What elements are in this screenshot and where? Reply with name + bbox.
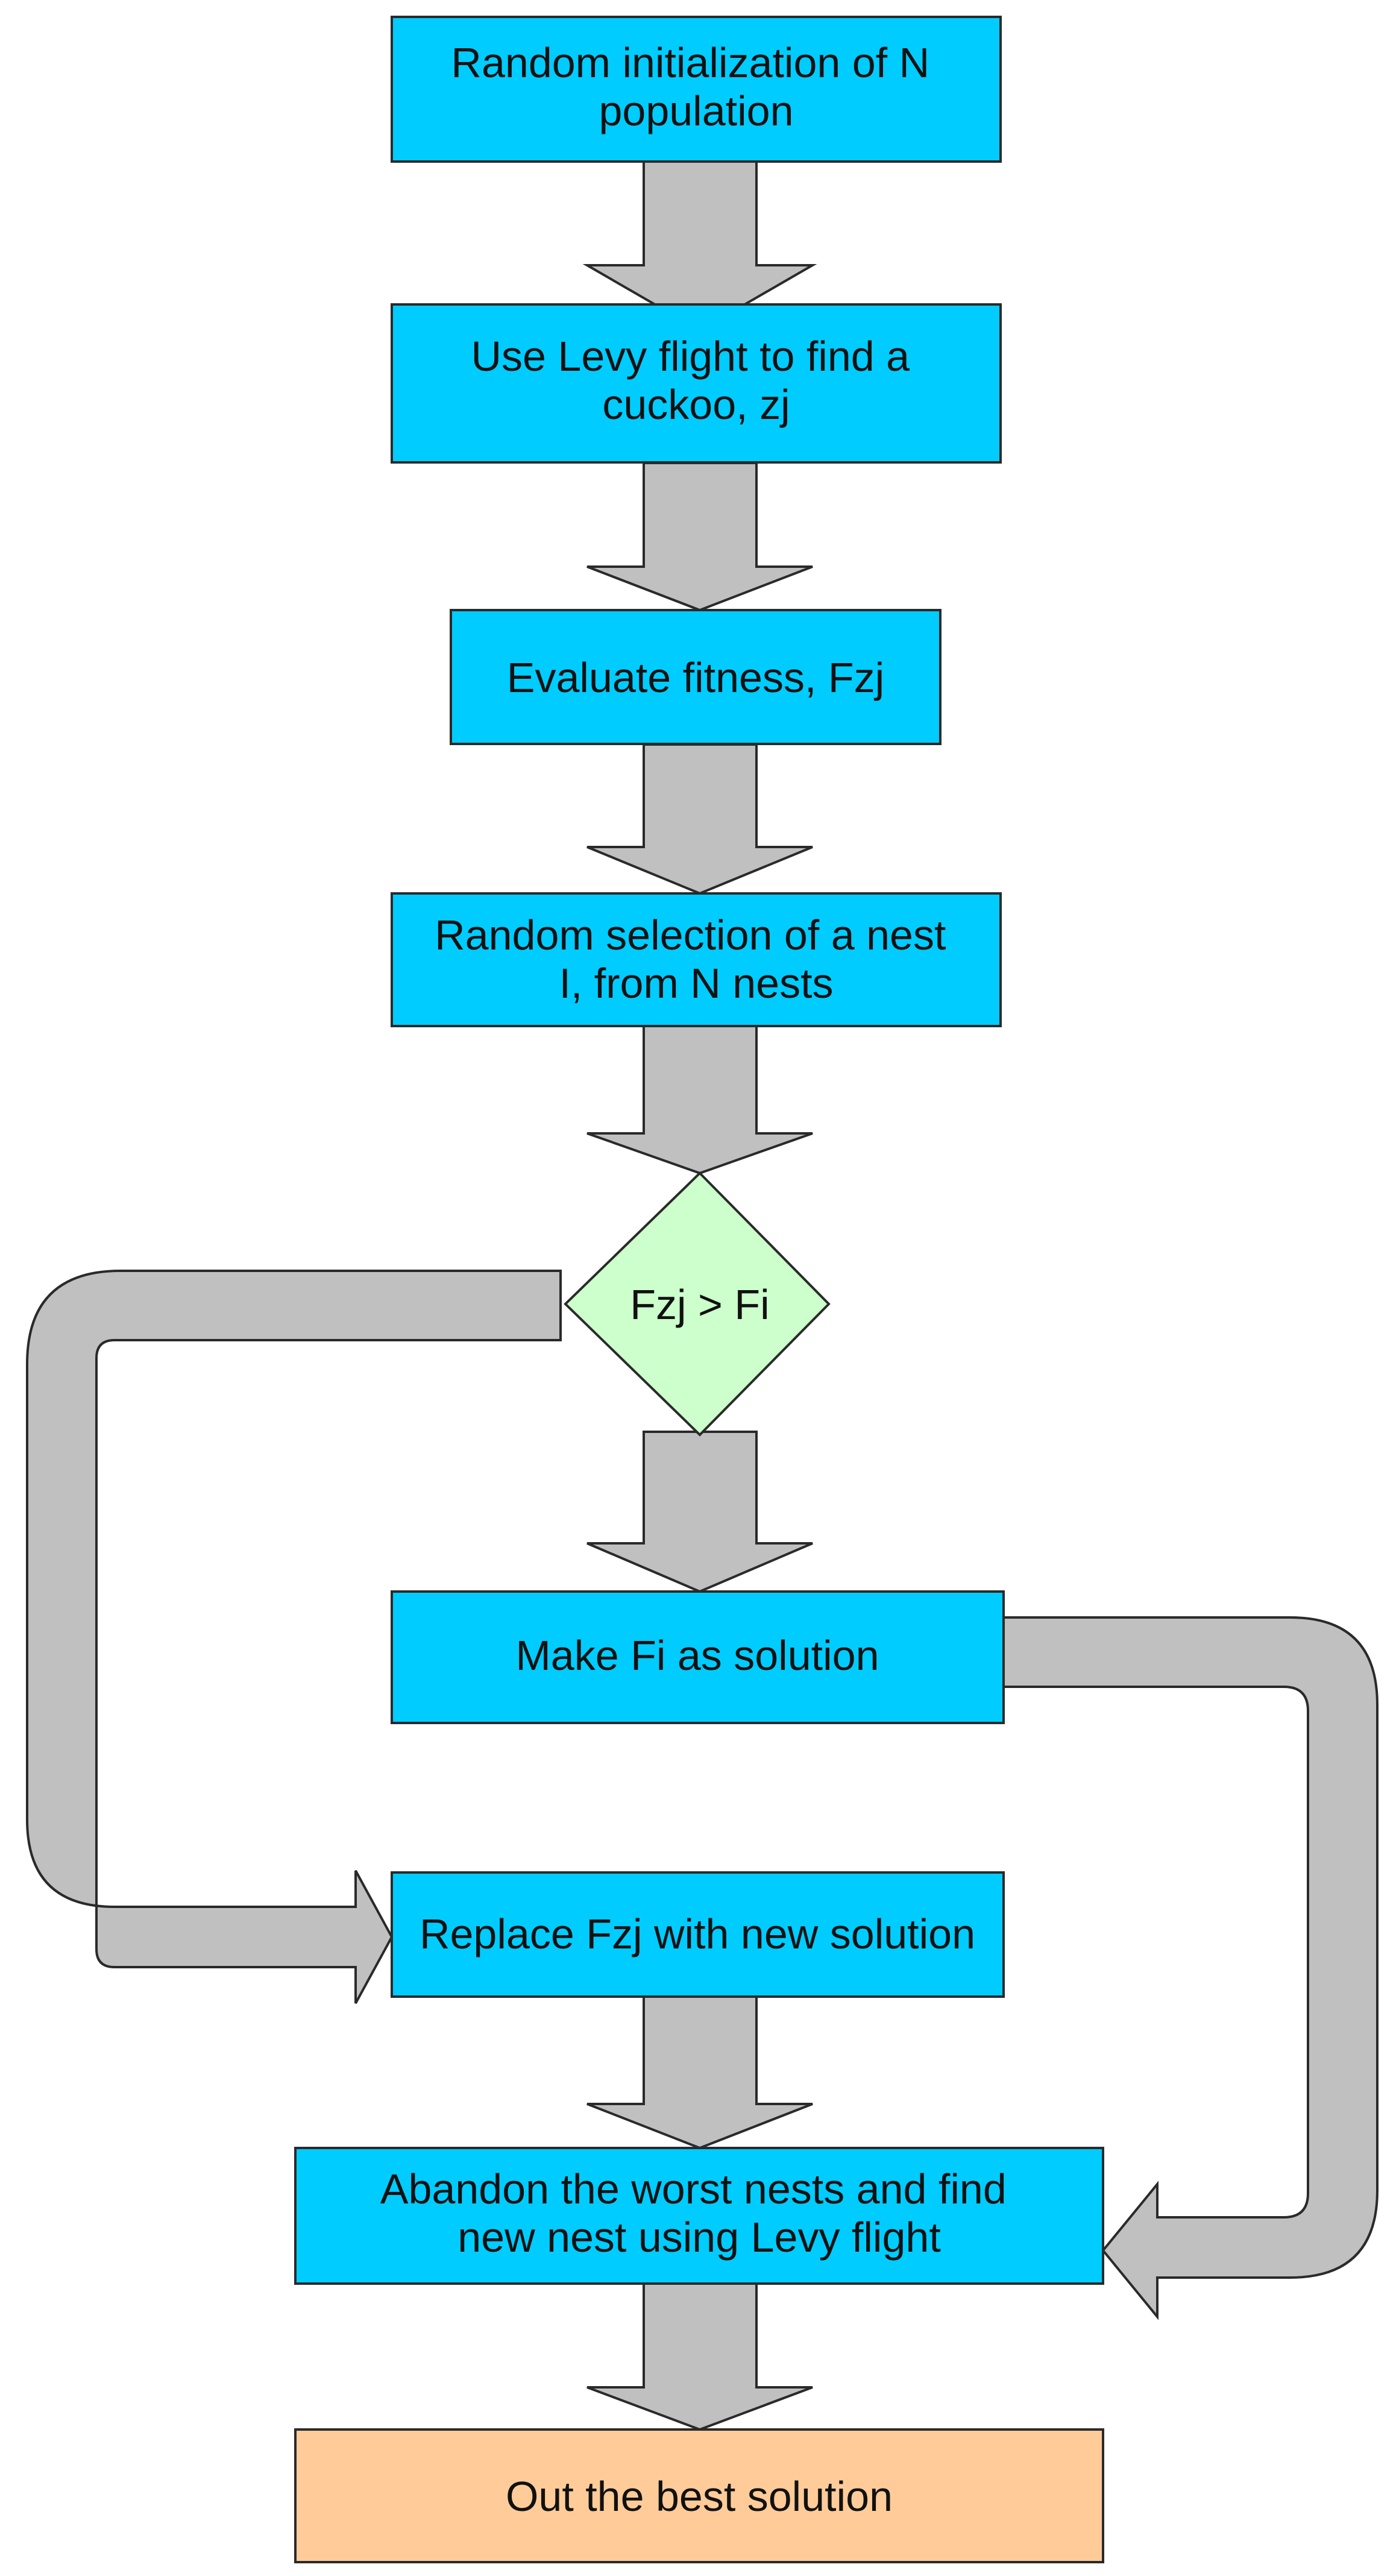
step-make-box: Make Fi as solution xyxy=(391,1590,1005,1724)
arrow-make-to-abandon-loop xyxy=(1002,1616,1379,2320)
arrow-replace-to-abandon xyxy=(586,1995,813,2150)
step-abandon-box: Abandon the worst nests and find new nes… xyxy=(294,2147,1104,2285)
step-abandon-label: Abandon the worst nests and find new nes… xyxy=(380,2165,1018,2261)
step-select-label: Random selection of a nest I, from N nes… xyxy=(435,912,958,1007)
arrow-levy-to-evaluate xyxy=(586,462,813,612)
decision-label: Fzj > Fi xyxy=(630,1281,769,1328)
step-levy-box: Use Levy flight to find a cuckoo, zj xyxy=(391,303,1002,464)
step-replace-label: Replace Fzj with new solution xyxy=(420,1910,975,1957)
decision-diamond: Fzj > Fi xyxy=(564,1171,831,1437)
arrow-evaluate-to-select xyxy=(586,743,813,895)
step-select-box: Random selection of a nest I, from N nes… xyxy=(391,892,1002,1027)
arrow-init-to-levy xyxy=(582,160,817,332)
arrow-abandon-to-output xyxy=(586,2282,813,2431)
step-levy-label: Use Levy flight to find a cuckoo, zj xyxy=(471,333,921,428)
step-init-label: Random initialization of N population xyxy=(451,39,941,134)
step-evaluate-label: Evaluate fitness, Fzj xyxy=(507,654,884,701)
arrow-select-to-decision xyxy=(586,1025,813,1175)
step-make-label: Make Fi as solution xyxy=(515,1632,879,1679)
arrow-decision-to-make xyxy=(586,1431,813,1593)
step-output-label: Out the best solution xyxy=(506,2473,893,2520)
step-output-box: Out the best solution xyxy=(294,2428,1104,2563)
step-replace-box: Replace Fzj with new solution xyxy=(391,1871,1005,1998)
step-init-box: Random initialization of N population xyxy=(391,16,1002,163)
step-evaluate-box: Evaluate fitness, Fzj xyxy=(450,609,942,745)
arrow-decision-to-replace-loop xyxy=(26,1270,562,2004)
